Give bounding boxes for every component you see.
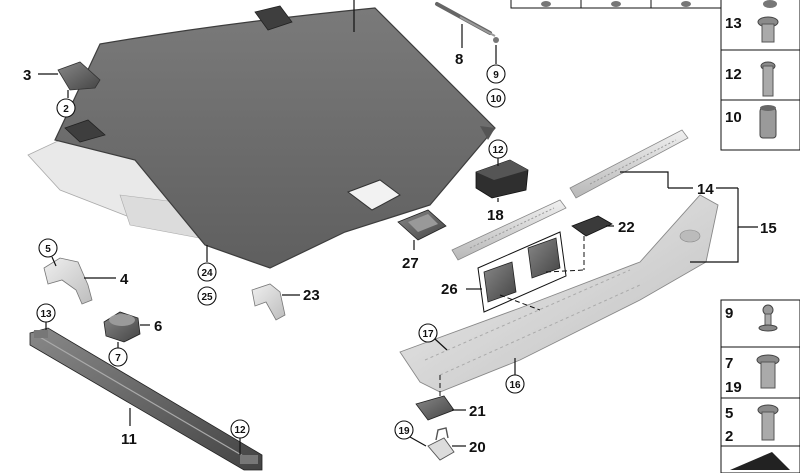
circle-5: 5 [45,244,51,255]
loop-20-part [427,427,455,461]
luggage-cover-part [27,5,496,269]
trim-strip-14-lower-part [451,199,567,261]
panel-item-10: 10 [725,109,742,126]
label-1: 1 [349,0,357,4]
bracket-18-part [475,159,529,199]
callout-10 [486,88,506,108]
panel-item-5: 5 [725,405,733,422]
label-15: 15 [760,220,777,237]
label-22: 22 [618,219,635,236]
circle-12a: 12 [492,145,504,156]
circle-13: 13 [40,309,52,320]
label-8: 8 [455,51,463,68]
bracket-23-part [251,283,286,321]
circle-12b: 12 [234,425,246,436]
label-20: 20 [469,439,486,456]
clip-22-part [571,215,613,237]
circle-9: 9 [493,70,499,81]
bracket-4-part [43,257,93,305]
trim-strip-14-upper-part [569,129,689,199]
callout-9 [486,64,506,84]
circle-19: 19 [398,426,410,437]
handle-27-part [397,209,447,241]
callout-5 [38,238,58,258]
circle-17: 17 [422,329,434,340]
brackets-26-part [477,231,567,313]
label-27: 27 [402,255,419,272]
panel-item-2: 2 [725,428,733,445]
panel-item-13: 13 [725,15,742,32]
callout-7 [108,347,128,367]
callout-19 [394,420,414,440]
callout-17 [418,323,438,343]
label-3: 3 [23,67,31,84]
circle-25: 25 [201,292,213,303]
trim-strip-11-part [29,327,263,471]
fastener-panel-top [510,0,800,151]
cover-clip-part [57,61,101,91]
label-23: 23 [303,287,320,304]
circle-24: 24 [201,268,213,279]
circle-10: 10 [490,94,502,105]
gas-strut-part [435,2,499,43]
circle-2: 2 [63,104,69,115]
panel-item-7: 7 [725,355,733,372]
fastener-panel-bottom [720,299,800,473]
label-11: 11 [121,431,137,448]
callout-2 [56,98,76,118]
label-4: 4 [120,271,129,288]
panel-item-9: 9 [725,305,733,322]
label-6: 6 [154,318,162,335]
label-14: 14 [697,181,714,198]
panel-item-12: 12 [725,66,742,83]
circle-16: 16 [509,380,521,391]
label-26: 26 [441,281,458,298]
circle-7: 7 [115,353,121,364]
clip-21-part [415,395,455,421]
callout-24 [197,262,217,282]
label-18: 18 [487,207,504,224]
callout-25 [197,286,217,306]
panel-item-19: 19 [725,379,742,396]
cap-6-part [103,311,141,343]
label-21: 21 [469,403,486,420]
